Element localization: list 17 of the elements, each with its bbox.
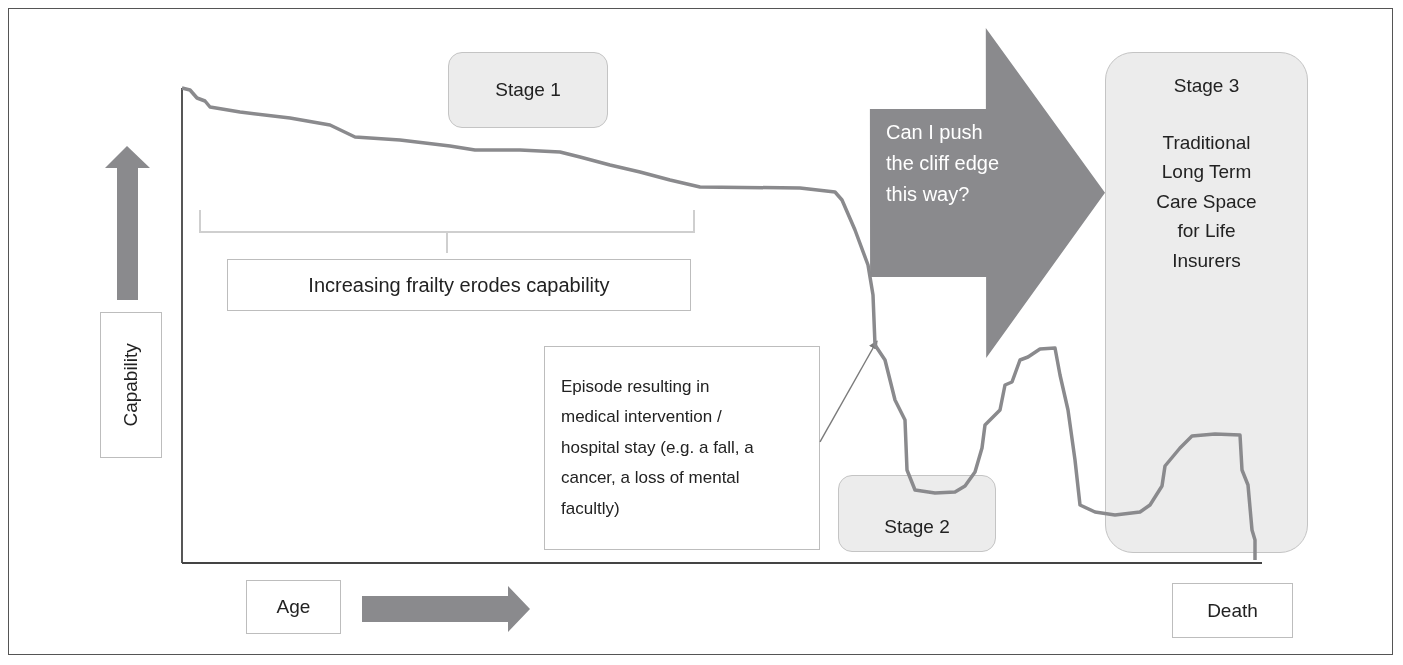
stage-box [1105, 52, 1308, 553]
node-label: Age [276, 595, 311, 619]
node-label: Stage 1 [495, 78, 561, 102]
axis-label-box [100, 312, 162, 458]
block-arrow [869, 27, 1105, 358]
node-label: Death [1207, 598, 1258, 623]
node-label: Stage 2 [884, 515, 950, 539]
stage-heading: Stage 3 [1173, 75, 1240, 98]
edge-label: Can I push the cliff edge this way? [886, 120, 1001, 207]
stage-description: Traditional Long Term Care Space for Life Insurers [1155, 130, 1258, 273]
stage-box [448, 52, 608, 128]
node-label: Episode resulting in medical intervention / hospital stay (e.g. a fall, a cancer, a loss of mental facultly) [561, 375, 755, 520]
node-label: Capability [119, 343, 143, 427]
axis-label-box [1172, 583, 1293, 638]
node-label: Increasing frailty erodes capability [308, 272, 610, 298]
axis-label-box [246, 580, 341, 634]
leader-line [819, 340, 878, 443]
